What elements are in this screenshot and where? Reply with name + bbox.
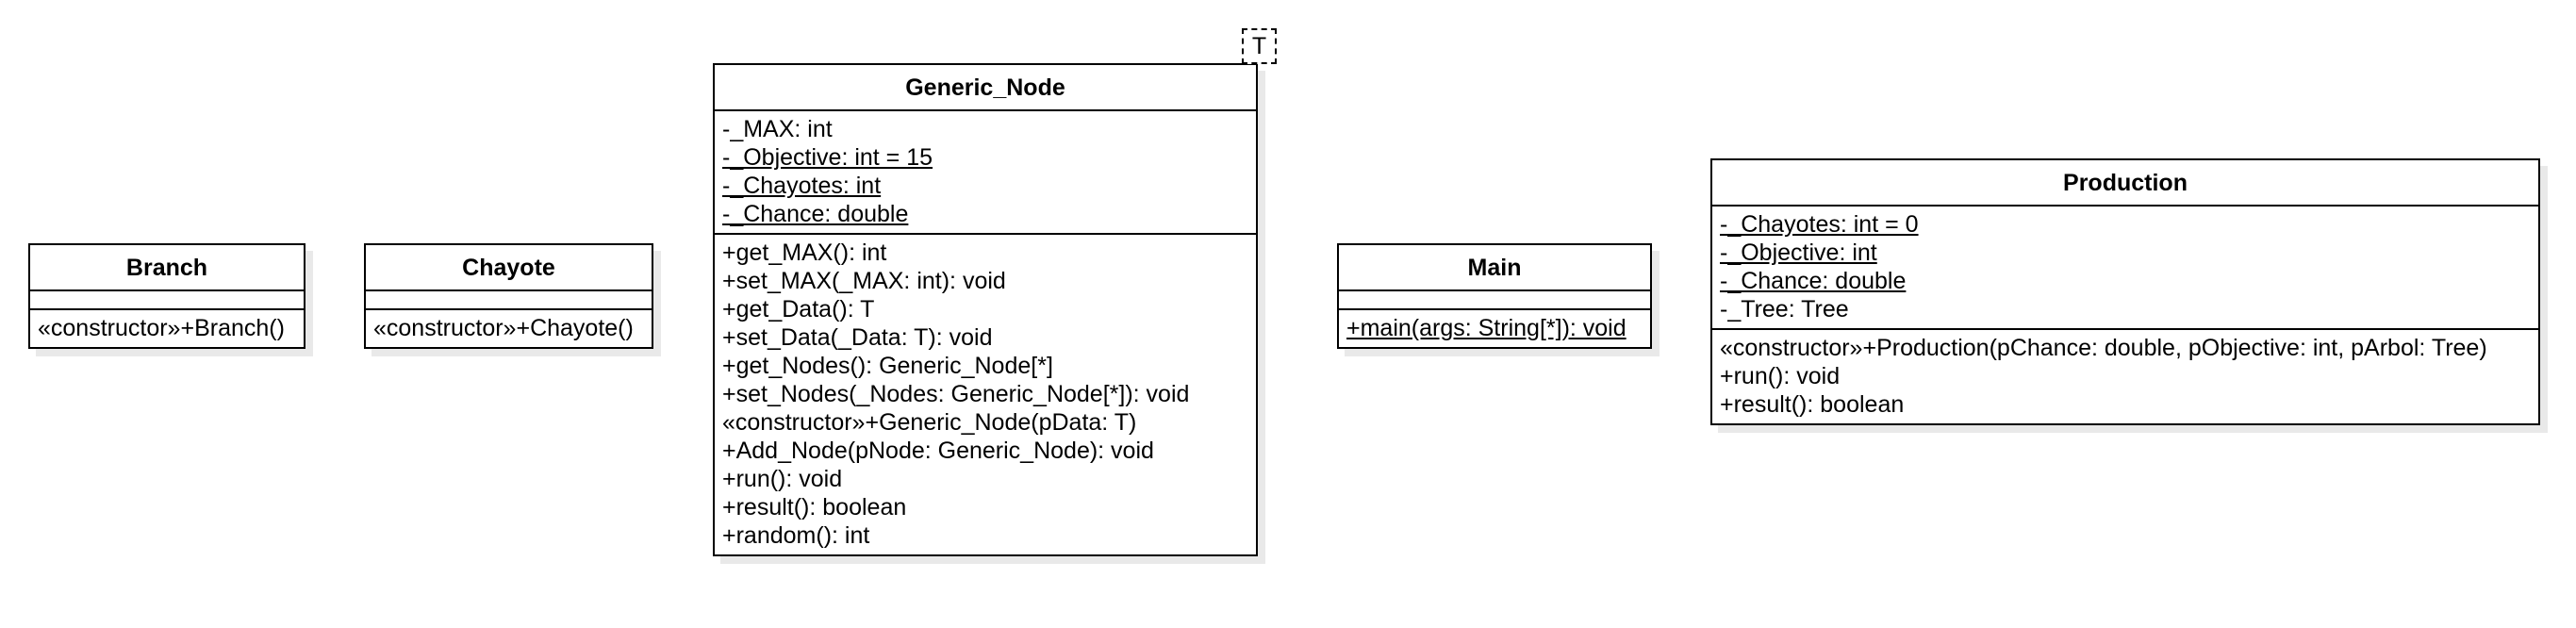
attributes-compartment bbox=[366, 291, 652, 310]
operation-row: «constructor»+Production(pChance: double… bbox=[1720, 335, 2487, 361]
attribute-row: -_Chayotes: int bbox=[722, 173, 882, 199]
operation-row: +run(): void bbox=[722, 466, 843, 492]
operation-row: +get_Data(): T bbox=[722, 296, 875, 322]
operations-compartment: +main(args: String[*]): void bbox=[1339, 310, 1650, 347]
operation-row: +set_Data(_Data: T): void bbox=[722, 324, 993, 351]
operation-row: +random(): int bbox=[722, 522, 870, 549]
attributes-compartment: -_Chayotes: int = 0-_Objective: int-_Cha… bbox=[1712, 207, 2538, 330]
attribute-row: -_Chance: double bbox=[1720, 268, 1907, 294]
operations-compartment: +get_MAX(): int+set_MAX(_MAX: int): void… bbox=[715, 235, 1256, 554]
class-name: Production bbox=[1712, 160, 2538, 207]
class-generic-node[interactable]: Generic_Node -_MAX: int-_Objective: int … bbox=[713, 63, 1258, 556]
attribute-row: -_MAX: int bbox=[722, 116, 833, 142]
operation-row: +run(): void bbox=[1720, 363, 1841, 389]
attribute-row: -_Chayotes: int = 0 bbox=[1720, 211, 1919, 238]
attributes-compartment: -_MAX: int-_Objective: int = 15-_Chayote… bbox=[715, 111, 1256, 235]
class-name: Branch bbox=[30, 245, 304, 291]
attribute-row: -_Objective: int = 15 bbox=[722, 144, 933, 171]
operation-row: +set_MAX(_MAX: int): void bbox=[722, 268, 1006, 294]
operation-row: +get_Nodes(): Generic_Node[*] bbox=[722, 353, 1053, 379]
operation-row: +set_Nodes(_Nodes: Generic_Node[*]): voi… bbox=[722, 381, 1190, 407]
operation-row: +result(): boolean bbox=[722, 494, 907, 521]
operations-compartment: «constructor»+Production(pChance: double… bbox=[1712, 330, 2538, 423]
class-name: Main bbox=[1339, 245, 1650, 291]
class-production[interactable]: Production -_Chayotes: int = 0-_Objectiv… bbox=[1710, 158, 2540, 425]
template-parameter-box: T bbox=[1242, 28, 1277, 64]
attribute-row: -_Objective: int bbox=[1720, 240, 1877, 266]
class-name: Chayote bbox=[366, 245, 652, 291]
operation-row: +result(): boolean bbox=[1720, 391, 1905, 418]
operations-compartment: «constructor»+Chayote() bbox=[366, 310, 652, 347]
attributes-compartment bbox=[1339, 291, 1650, 310]
class-chayote[interactable]: Chayote «constructor»+Chayote() bbox=[364, 243, 653, 349]
operation-row: +get_MAX(): int bbox=[722, 240, 887, 266]
class-name: Generic_Node bbox=[715, 65, 1256, 111]
attributes-compartment bbox=[30, 291, 304, 310]
operation-row: «constructor»+Chayote() bbox=[373, 315, 634, 341]
operations-compartment: «constructor»+Branch() bbox=[30, 310, 304, 347]
class-branch[interactable]: Branch «constructor»+Branch() bbox=[28, 243, 305, 349]
attribute-row: -_Tree: Tree bbox=[1720, 296, 1849, 322]
class-main[interactable]: Main +main(args: String[*]): void bbox=[1337, 243, 1652, 349]
operation-row: +main(args: String[*]): void bbox=[1346, 315, 1627, 341]
operation-row: «constructor»+Branch() bbox=[38, 315, 285, 341]
operation-row: +Add_Node(pNode: Generic_Node): void bbox=[722, 438, 1154, 464]
attribute-row: -_Chance: double bbox=[722, 201, 909, 227]
operation-row: «constructor»+Generic_Node(pData: T) bbox=[722, 409, 1137, 436]
